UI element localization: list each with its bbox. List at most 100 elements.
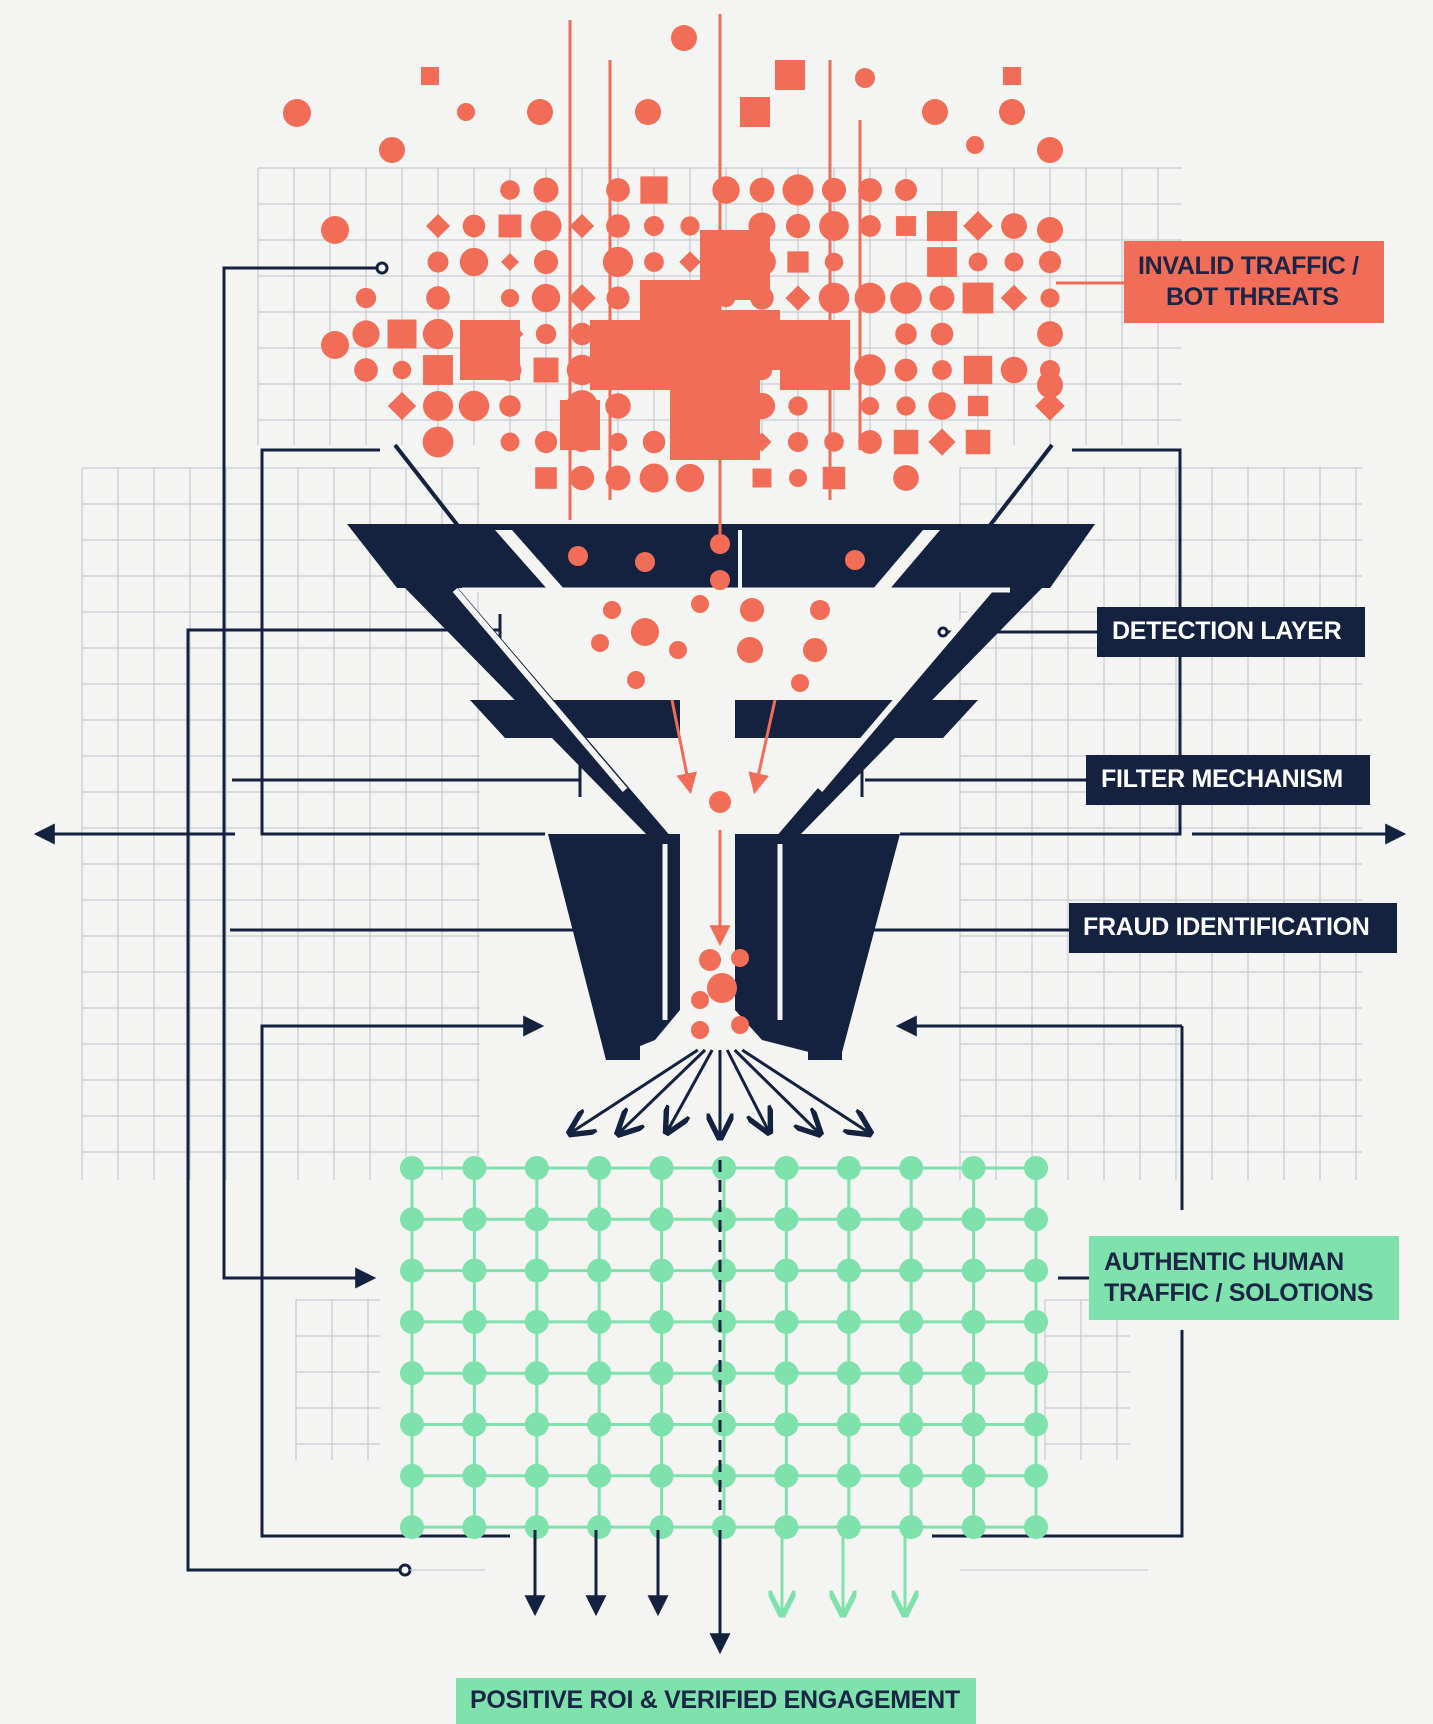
threat-dot (1004, 252, 1024, 272)
threat-dot (531, 283, 561, 313)
grid-node (899, 1361, 924, 1386)
threat-dot (707, 973, 737, 1003)
threat-dot (788, 468, 808, 488)
threat-dot (824, 252, 844, 272)
threat-dot (605, 465, 631, 491)
threat-dot (845, 550, 865, 570)
grid-node (836, 1309, 861, 1334)
grid-node (961, 1207, 986, 1232)
threat-dot (283, 99, 311, 127)
grid-node (836, 1361, 861, 1386)
grid-node (462, 1463, 487, 1488)
threat-dot (928, 392, 956, 420)
grid-node (649, 1515, 674, 1540)
grid-node (400, 1258, 424, 1283)
grid-node (899, 1156, 924, 1180)
threat-dot (422, 318, 454, 350)
positive-roi-text: POSITIVE ROI & VERIFIED ENGAGEMENT (470, 1686, 960, 1715)
threat-dot (530, 210, 562, 242)
threat-diamond (569, 213, 595, 239)
threat-dot (1040, 288, 1060, 308)
threat-square (927, 247, 957, 277)
grid-node (774, 1463, 799, 1488)
spray-arrow (620, 1048, 707, 1132)
threat-dot (895, 179, 917, 201)
threat-dot (932, 360, 952, 380)
positive-roi-label: POSITIVE ROI & VERIFIED ENGAGEMENT (456, 1678, 976, 1724)
authentic-traffic-label: AUTHENTIC HUMAN TRAFFIC / SOLOTIONS (1089, 1236, 1399, 1320)
grid-node (1024, 1463, 1048, 1488)
threat-dot (929, 285, 955, 311)
threat-square (926, 210, 958, 242)
funnel-icon (347, 443, 1095, 1060)
grid-node (712, 1463, 736, 1488)
threat-cluster (670, 360, 760, 460)
threat-dot (568, 546, 588, 566)
grid-node (836, 1207, 861, 1232)
threat-dot (819, 211, 849, 241)
threat-diamond (568, 284, 596, 312)
grid-node (899, 1207, 924, 1232)
threat-cluster (560, 400, 600, 450)
threat-dot (968, 252, 988, 272)
grid-node (462, 1207, 487, 1232)
threat-dot (669, 641, 687, 659)
threat-cluster (720, 310, 780, 370)
grid-node (774, 1207, 799, 1232)
threat-diamond (501, 253, 519, 271)
grid-node (462, 1412, 487, 1437)
threat-dot (354, 358, 378, 382)
grid-node (836, 1463, 861, 1488)
grid-node (899, 1309, 924, 1334)
grid-node (774, 1309, 799, 1334)
grid-node (649, 1463, 674, 1488)
threat-dot (855, 68, 875, 88)
grid-node (836, 1258, 861, 1283)
threat-dot (675, 463, 705, 493)
threat-dot (710, 570, 730, 590)
grid-node (1024, 1309, 1048, 1334)
grid-node (1024, 1412, 1048, 1437)
output-arrows (524, 1530, 905, 1655)
grid-node (1024, 1156, 1048, 1180)
grid-node (961, 1156, 986, 1180)
threat-dot (642, 430, 666, 454)
spray-arrow (668, 1049, 714, 1130)
threat-dot (608, 432, 628, 452)
grid-node (1024, 1515, 1048, 1540)
grid-node (462, 1156, 487, 1180)
threat-dot (566, 354, 598, 386)
threat-dot (1037, 372, 1063, 398)
grid-node (587, 1207, 612, 1232)
threat-dot (691, 595, 709, 613)
threat-square (962, 282, 994, 314)
threat-dot (535, 323, 557, 345)
lower-right-grid (1044, 1299, 1130, 1460)
threat-dot (854, 282, 886, 314)
threat-dot (527, 99, 553, 125)
threat-diamond (1000, 284, 1028, 312)
threat-dot (860, 396, 880, 416)
grid-node (712, 1361, 736, 1386)
threat-square (787, 251, 809, 273)
threat-diamond (426, 214, 450, 238)
threat-square (640, 176, 668, 204)
threat-square (740, 97, 770, 127)
spray-arrow (733, 1048, 818, 1132)
threat-dot (602, 246, 634, 278)
threat-square (752, 468, 772, 488)
threat-dot (422, 426, 454, 458)
detection-layer-text: DETECTION LAYER (1112, 617, 1342, 646)
grid-node (524, 1258, 549, 1283)
grid-node (649, 1258, 674, 1283)
threat-dot (859, 215, 881, 237)
threat-dot (896, 396, 916, 416)
threat-dot (740, 598, 764, 622)
threat-square (533, 357, 559, 383)
threat-cluster (460, 320, 520, 380)
output-spray-arrows (572, 1048, 868, 1135)
threat-dot (821, 177, 847, 203)
grid-node (649, 1156, 674, 1180)
